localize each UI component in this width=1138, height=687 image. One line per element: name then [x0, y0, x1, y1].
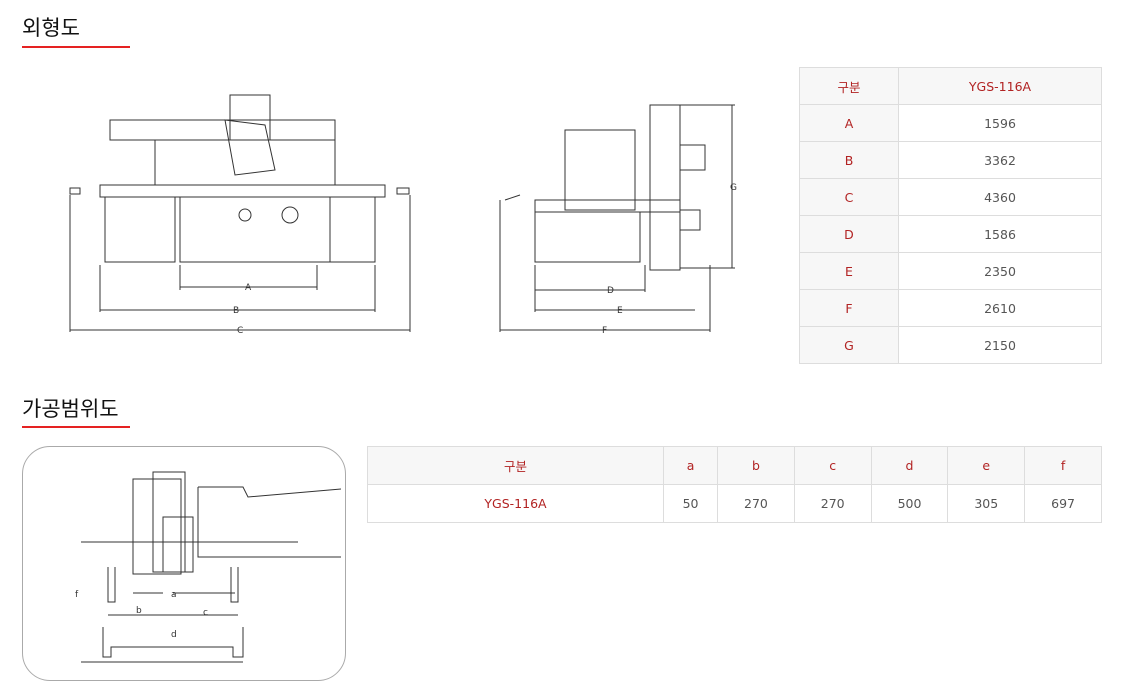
row-key: E [799, 252, 899, 290]
row-key: C [799, 178, 899, 216]
range-label-b: b [136, 606, 142, 616]
row-value: 1586 [898, 215, 1102, 253]
spec-header-model: YGS-116A [898, 67, 1102, 105]
row-value: 2350 [898, 252, 1102, 290]
range-drawing-frame: b a c d f [22, 446, 346, 681]
range-label-c: c [203, 608, 208, 618]
range-header-b: b [717, 446, 795, 485]
dim-label-e: E [617, 306, 623, 316]
section-title-outline: 외형도 [22, 16, 80, 40]
dim-label-a: A [245, 283, 252, 293]
row-value: 4360 [898, 178, 1102, 216]
row-key: B [799, 141, 899, 179]
range-header-e: e [947, 446, 1026, 485]
range-header-f: f [1024, 446, 1102, 485]
table-row: YGS-116A 50 270 270 500 305 697 [367, 484, 1102, 523]
row-value: 1596 [898, 104, 1102, 142]
range-label-f: f [75, 590, 79, 600]
row-value: 2150 [898, 326, 1102, 364]
range-table: 구분 a b c d e f YGS-116A 50 270 270 500 3… [367, 446, 1102, 523]
row-value: 500 [870, 484, 949, 523]
range-header-label: 구분 [367, 446, 664, 485]
title-underline [22, 46, 130, 48]
range-header-a: a [662, 446, 719, 485]
range-drawing: b a c d f [75, 471, 342, 663]
dim-label-f: F [602, 326, 607, 336]
row-value: 2610 [898, 289, 1102, 327]
row-key: A [799, 104, 899, 142]
row-key: F [799, 289, 899, 327]
row-model: YGS-116A [367, 484, 664, 523]
row-value: 3362 [898, 141, 1102, 179]
row-value: 270 [793, 484, 872, 523]
dim-label-g: G [730, 183, 737, 193]
range-label-a: a [171, 590, 177, 600]
dim-label-c: C [237, 326, 243, 336]
section-title-range: 가공범위도 [22, 397, 119, 421]
dim-label-d: D [607, 286, 614, 296]
side-view-drawing: D E F G [499, 104, 737, 336]
row-value: 50 [662, 484, 719, 523]
range-header-c: c [793, 446, 872, 485]
row-value: 697 [1024, 484, 1102, 523]
dim-label-b: B [233, 306, 239, 316]
row-value: 270 [717, 484, 795, 523]
range-header-d: d [870, 446, 949, 485]
row-key: G [799, 326, 899, 364]
title-underline [22, 426, 130, 428]
spec-header-label: 구분 [799, 67, 899, 105]
range-label-d: d [171, 630, 177, 640]
row-key: D [799, 215, 899, 253]
row-value: 305 [947, 484, 1026, 523]
front-view-drawing: A B C [69, 94, 411, 336]
